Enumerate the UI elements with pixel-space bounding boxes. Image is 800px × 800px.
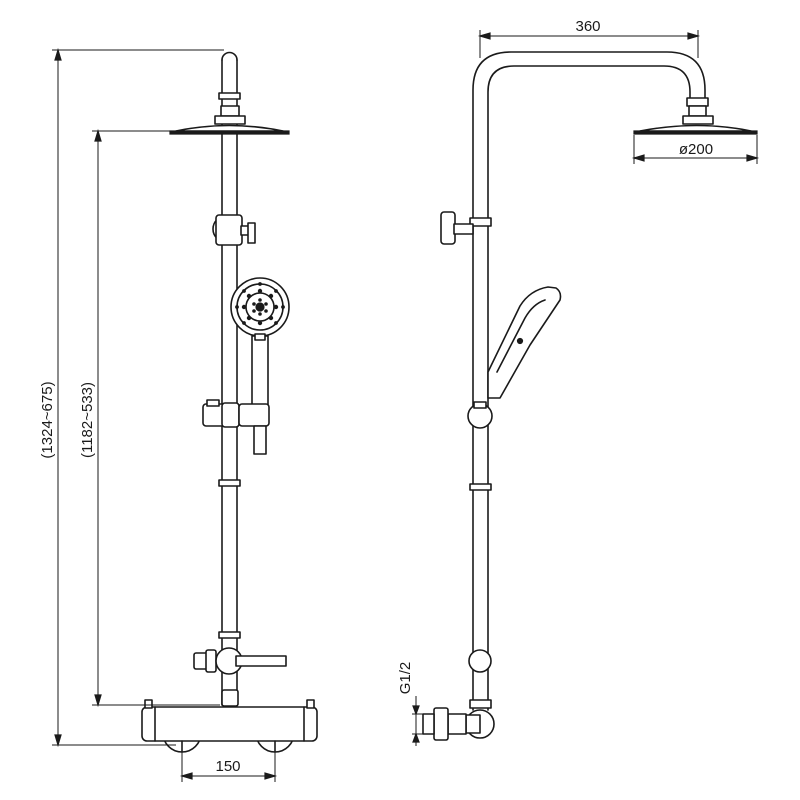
front-diverter-knob — [212, 214, 256, 246]
total-height-dimension: (1324~675) — [39, 47, 224, 748]
front-slider-bracket — [202, 399, 270, 455]
front-hand-shower — [230, 277, 290, 409]
total-height-label: (1324~675) — [39, 381, 56, 458]
side-lower-connector — [422, 649, 495, 741]
slider-height-dimension: (1182~533) — [79, 128, 220, 708]
head-diameter-dimension: ø200 — [631, 135, 760, 164]
front-thermostatic-mixer — [141, 699, 318, 753]
inlet-spacing-dimension: 150 — [179, 752, 278, 782]
inlet-spacing-label: 150 — [215, 758, 240, 775]
front-riser-pipe — [218, 51, 241, 706]
side-diverter-knob — [440, 211, 474, 245]
front-view — [141, 51, 318, 753]
side-view — [422, 51, 758, 741]
thread-label: G1/2 — [397, 662, 414, 695]
arm-length-dimension: 360 — [477, 18, 701, 58]
front-lower-outlet — [193, 647, 287, 707]
front-rain-shower-head — [169, 105, 290, 135]
front-view-dimensions: (1324~675) (1182~533) 150 — [39, 47, 278, 782]
side-view-dimensions: 360 ø200 G1/2 — [397, 18, 760, 746]
head-diameter-label: ø200 — [679, 141, 713, 158]
thread-dimension: G1/2 — [397, 662, 423, 746]
side-riser-and-arm — [469, 51, 706, 711]
slider-height-label: (1182~533) — [79, 382, 96, 458]
side-hand-shower — [467, 286, 562, 429]
side-rain-shower-head — [633, 97, 758, 135]
arm-length-label: 360 — [575, 18, 600, 35]
